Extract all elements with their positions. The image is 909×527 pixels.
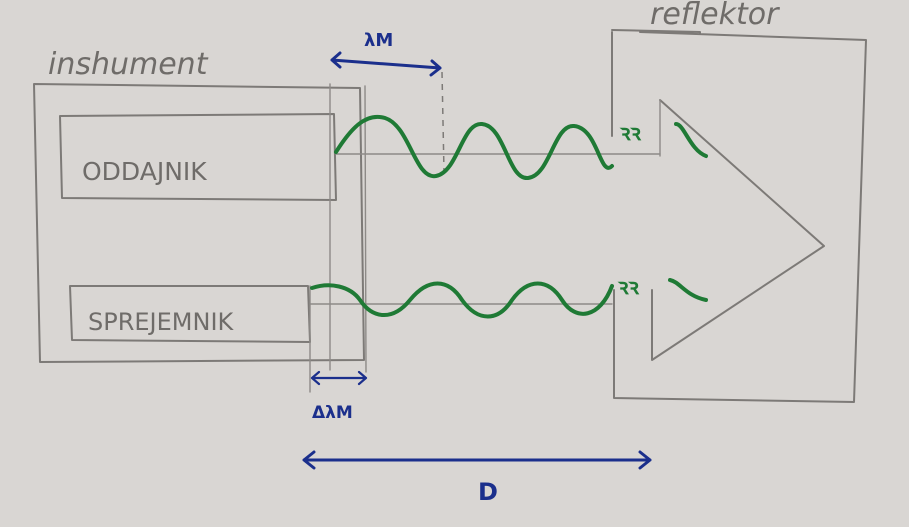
received-wave-tail bbox=[668, 278, 708, 302]
receiver-label: SPREJEMNIK bbox=[88, 308, 235, 336]
reflector-arrow bbox=[651, 99, 825, 361]
distance-arrow bbox=[302, 450, 652, 470]
transmitted-wave-tail bbox=[674, 122, 708, 158]
transmitted-wave bbox=[334, 114, 614, 180]
received-wave bbox=[310, 281, 614, 319]
instrument-label: inshument bbox=[48, 47, 209, 82]
wavelength-arrow bbox=[330, 51, 442, 77]
instrument-box bbox=[33, 83, 365, 363]
delta-wavelength-label: ΔλM bbox=[312, 403, 353, 423]
break-mark-top: ꝛꝛ bbox=[619, 121, 641, 146]
reflector-label: reflektor bbox=[650, 0, 780, 32]
transmitter-box bbox=[59, 113, 337, 201]
break-mark-bottom: ꝛꝛ bbox=[617, 275, 639, 300]
reflector-box bbox=[611, 29, 867, 403]
delta-wavelength-arrow bbox=[310, 370, 368, 386]
distance-label: D bbox=[478, 478, 498, 506]
wavelength-label: λM bbox=[364, 30, 393, 51]
instrument-edge-line bbox=[364, 85, 367, 373]
transmitter-label: ODDAJNIK bbox=[82, 157, 207, 186]
wavelength-dashed-line bbox=[441, 71, 445, 173]
